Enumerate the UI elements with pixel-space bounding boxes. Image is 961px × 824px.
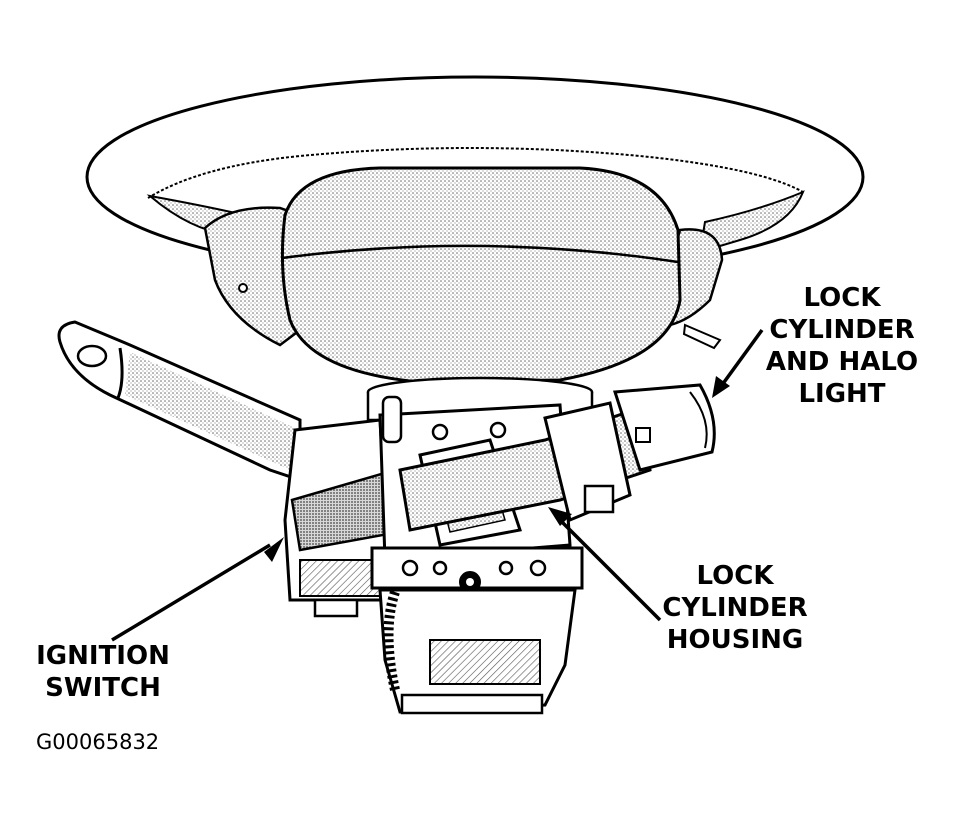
multifunction-stalk: [57, 320, 302, 483]
lock-cylinder-halo-label-line: CYLINDER: [769, 315, 915, 345]
ignition-switch-label-line: IGNITION: [36, 641, 170, 671]
lock-cylinder-halo-label-line: LOCK: [803, 283, 881, 313]
lock-cylinder-housing-label: LOCK CYLINDER HOUSING: [660, 560, 810, 656]
airbag-module: [280, 166, 682, 384]
lock-cylinder-halo-label-line: AND HALO: [765, 347, 919, 377]
lock-cylinder-housing-label-line: HOUSING: [666, 625, 804, 655]
lock-cylinder-housing-label-line: LOCK: [696, 561, 774, 591]
lock-cylinder-housing-label-line: CYLINDER: [662, 593, 808, 623]
callout-arrows: [111, 328, 764, 642]
figure-id: G00065832: [36, 730, 160, 754]
lock-cylinder-halo-label: LOCK CYLINDER AND HALO LIGHT: [752, 282, 932, 410]
lock-cylinder-barrel: [398, 383, 716, 532]
lock-cylinder-halo-label-line: LIGHT: [798, 379, 886, 409]
lower-column-bracket: [370, 546, 584, 715]
ignition-switch-body: [283, 418, 412, 618]
ignition-switch-label-line: SWITCH: [45, 673, 161, 703]
ignition-switch-label: IGNITION SWITCH: [28, 640, 178, 704]
